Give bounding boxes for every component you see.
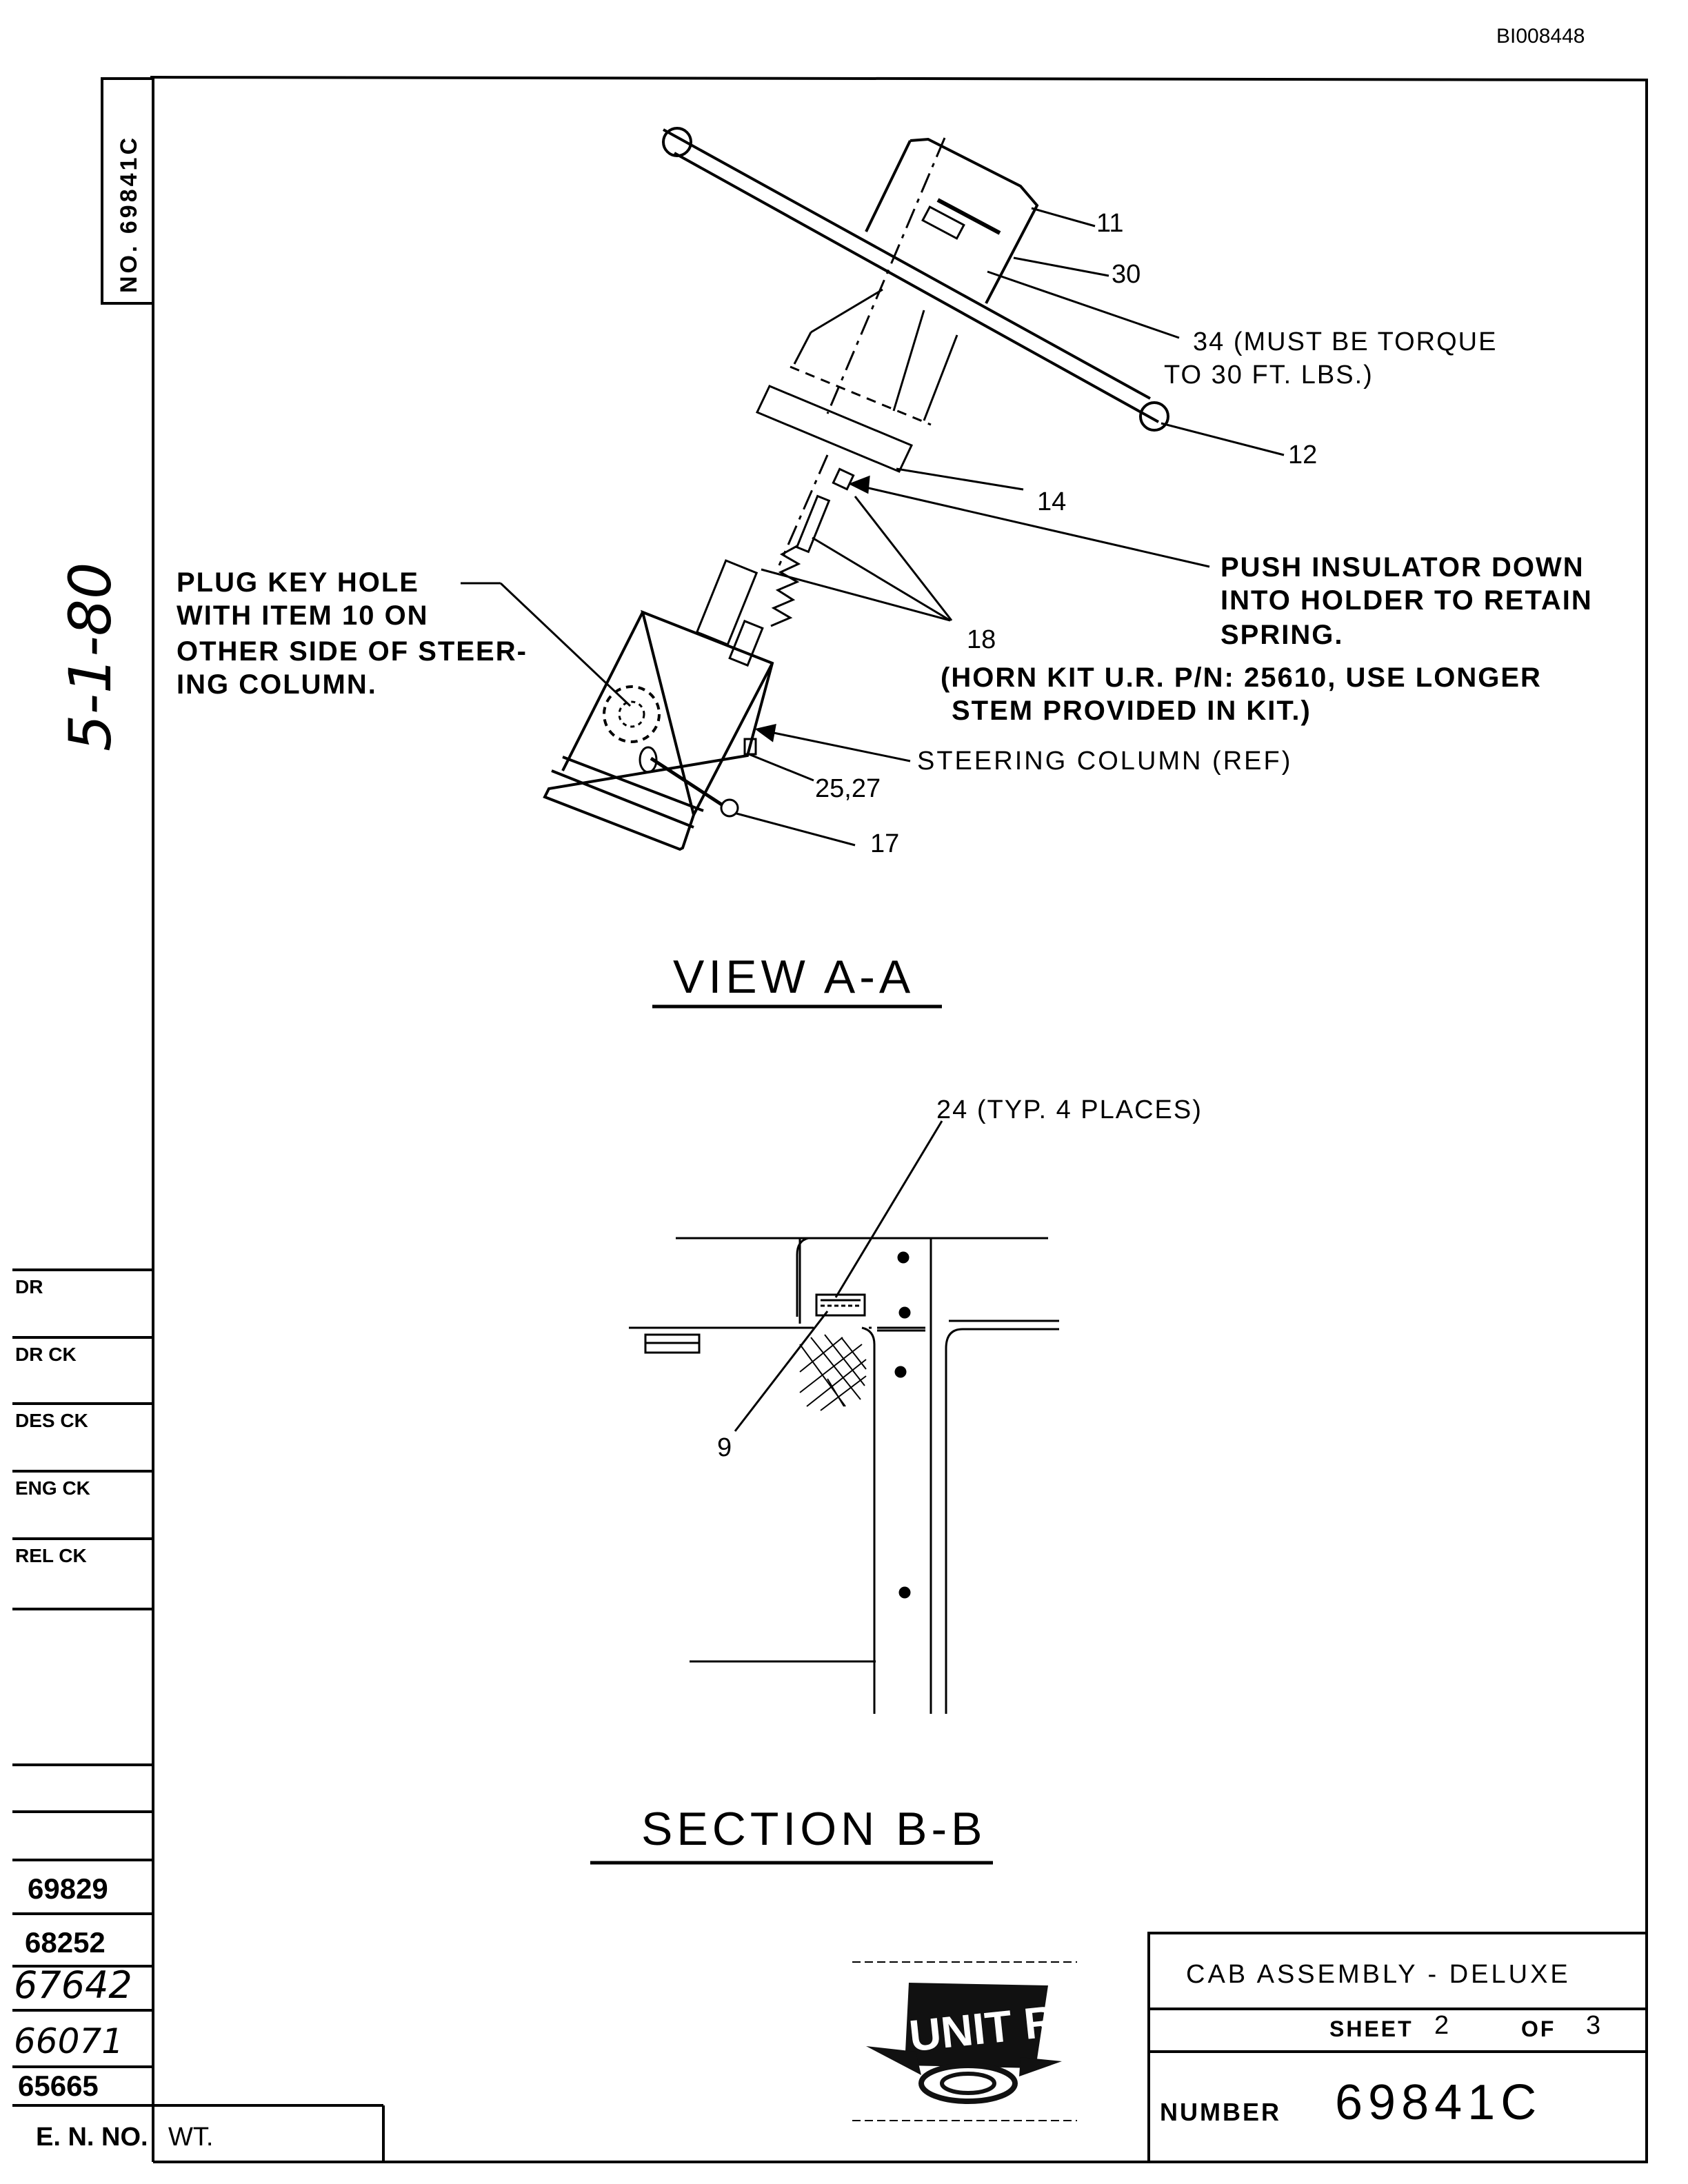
section-b-b-title: SECTION B-B xyxy=(641,1803,987,1855)
steering-wheel-bar xyxy=(662,127,1169,432)
check-eng-ck: ENG CK xyxy=(15,1477,90,1499)
check-dr: DR xyxy=(15,1276,43,1297)
push-insulator-line3: SPRING. xyxy=(1220,620,1343,650)
callout-17: 17 xyxy=(870,829,899,858)
sheet-label: SHEET xyxy=(1329,2016,1414,2041)
side-number-box: NO. 69841C xyxy=(101,77,154,305)
horn-kit-line2: STEM PROVIDED IN KIT.) xyxy=(952,696,1312,726)
of-label: OF xyxy=(1521,2016,1556,2041)
view-a-a-title: VIEW A-A xyxy=(673,951,914,1003)
handwritten-date: 5-1-80 xyxy=(57,563,124,751)
horn-spring-assembly xyxy=(695,467,855,667)
left-check-block xyxy=(12,1268,385,2162)
callout-11: 11 xyxy=(1096,209,1123,238)
en-no-label: E. N. NO. xyxy=(36,2123,148,2152)
push-insulator-line2: INTO HOLDER TO RETAIN xyxy=(1220,585,1593,616)
title-block-labels: CAB ASSEMBLY - DELUXE SHEET 2 OF 3 NUMBE… xyxy=(1160,1960,1600,2130)
steering-column-ref: STEERING COLUMN (REF) xyxy=(917,747,1292,776)
callout-34-line1: 34 (MUST BE TORQUE xyxy=(1193,327,1497,356)
view-a-a xyxy=(461,127,1285,1009)
document-id: BI008448 xyxy=(1496,25,1585,48)
drawing-title: CAB ASSEMBLY - DELUXE xyxy=(1186,1960,1571,1989)
title-block xyxy=(1147,1932,1648,2163)
push-insulator-line1: PUSH INSULATOR DOWN xyxy=(1220,552,1585,583)
horn-kit-line1: (HORN KIT U.R. P/N: 25610, USE LONGER xyxy=(941,663,1542,693)
section-b-b xyxy=(590,1120,1059,1865)
eng-number-2: 68252 xyxy=(25,1926,106,1959)
unit-rig-logo: UNIT RIG xyxy=(852,1961,1105,2121)
plug-key-line3: OTHER SIDE OF STEER- xyxy=(177,636,528,667)
drawing-number: 69841C xyxy=(1335,2075,1542,2130)
section-b-b-labels: 24 (TYP. 4 PLACES) 9 SECTION B-B xyxy=(641,1095,1203,1855)
callout-34-line2: TO 30 FT. LBS.) xyxy=(1164,361,1374,390)
sheet-total: 3 xyxy=(1586,2011,1600,2040)
eng-number-1: 69829 xyxy=(28,1872,108,1905)
left-check-labels: DR DR CK DES CK ENG CK REL CK 69829 6825… xyxy=(14,1276,213,2152)
plug-key-line4: ING COLUMN. xyxy=(177,669,377,700)
plug-key-line2: WITH ITEM 10 ON xyxy=(177,600,429,631)
eng-number-4: 66071 xyxy=(14,2021,123,2061)
leader-lines xyxy=(461,207,1285,847)
steering-column xyxy=(543,609,774,851)
number-label: NUMBER xyxy=(1160,2098,1281,2126)
eng-number-3: 67642 xyxy=(14,1963,132,2007)
callout-12: 12 xyxy=(1288,441,1317,469)
side-drawing-number: NO. 69841C xyxy=(116,135,142,293)
wheel-hub xyxy=(755,137,1039,566)
eng-number-5: 65665 xyxy=(18,2070,99,2102)
callout-24: 24 (TYP. 4 PLACES) xyxy=(936,1095,1203,1124)
callout-30: 30 xyxy=(1112,260,1141,289)
callout-14: 14 xyxy=(1037,487,1066,516)
view-a-a-labels: 11 30 34 (MUST BE TORQUE TO 30 FT. LBS.)… xyxy=(177,209,1593,1003)
check-dr-ck: DR CK xyxy=(15,1344,77,1365)
plug-key-line1: PLUG KEY HOLE xyxy=(177,567,419,598)
callout-9: 9 xyxy=(717,1433,732,1462)
sheet-number: 2 xyxy=(1434,2011,1449,2040)
check-rel-ck: REL CK xyxy=(15,1545,87,1566)
callout-18: 18 xyxy=(967,625,996,654)
weld-hatch xyxy=(799,1334,867,1411)
callout-25-27: 25,27 xyxy=(815,774,881,803)
wt-label: WT. xyxy=(168,2123,213,2152)
check-des-ck: DES CK xyxy=(15,1410,88,1431)
